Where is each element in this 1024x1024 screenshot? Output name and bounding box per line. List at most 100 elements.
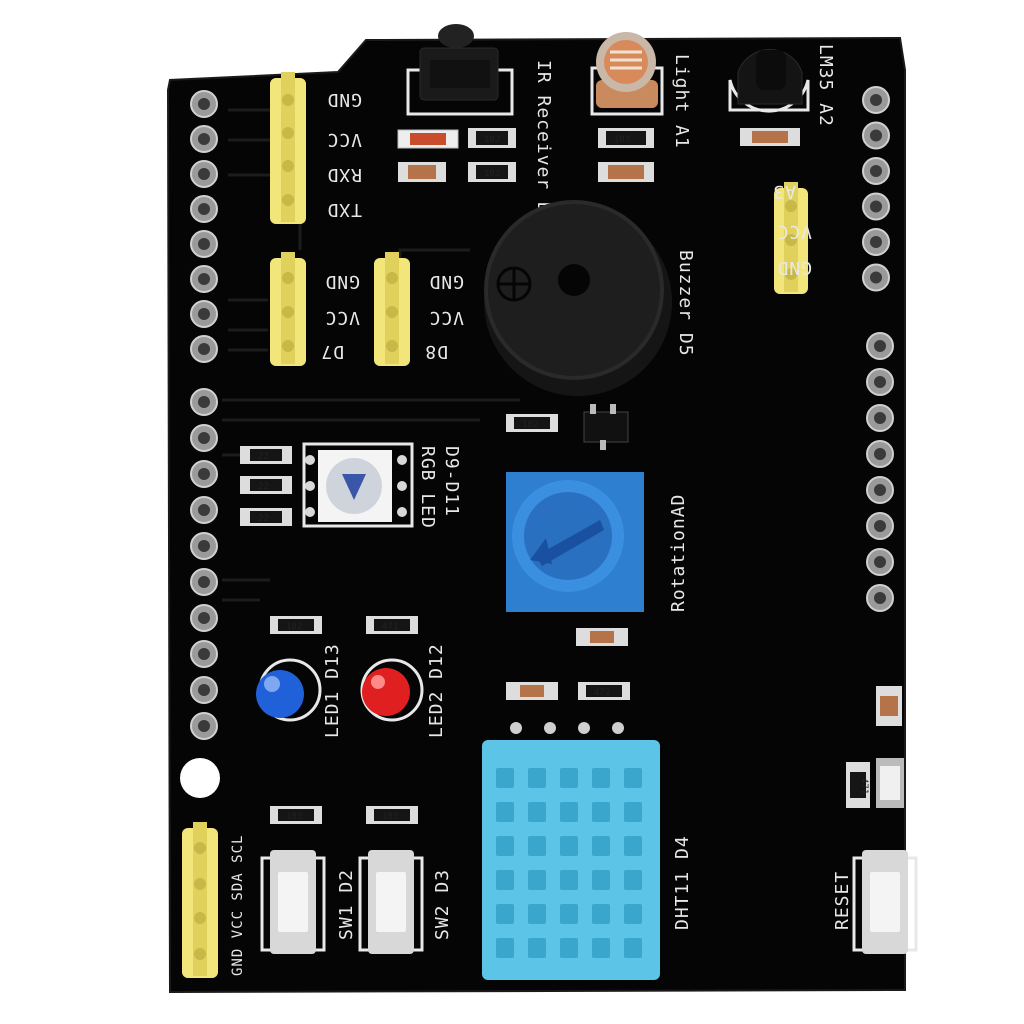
lm35-sensor [728,48,810,146]
dht11-vent [624,904,642,924]
rgb-led [302,442,414,528]
buzzer-smd-parts: 102 [506,404,629,450]
header-pin-hole [874,484,886,496]
dht11-label: DHT11 D4 [672,835,693,930]
uart-label-gnd: GND [326,89,362,110]
header-pin-hole [198,684,210,696]
ir-smd-cap-label: 103 [484,169,500,179]
d7-label-d7: D7 [320,341,344,362]
dht11-vent [528,802,546,822]
dht11-vent [496,802,514,822]
header-pin-hole [874,556,886,568]
dht-resistor-label: 472 [594,688,610,698]
header-pin-hole [198,720,210,732]
dht11-vent [560,904,578,924]
led2-red [360,658,424,722]
reset-button [852,850,918,954]
header-pin-hole [198,504,210,516]
uart-label-txd: TXD [326,199,362,220]
dht11-vent [592,768,610,788]
sw2-button [358,850,424,954]
header-pin-hole [198,98,210,110]
right-pin-row-bottom [866,332,894,612]
sw1-button [260,850,326,954]
d7-label-vcc: VCC [324,307,360,328]
rgb-led-label: RGB LED [417,446,438,529]
header-pin-hole [198,133,210,145]
header-pin-hole [870,236,882,248]
dht11-vent [496,768,514,788]
header-pin-hole [874,376,886,388]
dht11-vent [528,768,546,788]
dht11-vent [560,836,578,856]
reset-smd-parts: 471 [846,686,904,808]
reset-smd-label: 471 [859,778,869,794]
dht11-vent [496,938,514,958]
right-pin-row-top [862,86,890,292]
light-smd-label: 103 [614,135,630,145]
mounting-hole [180,758,220,798]
led1-resistor: 102 [270,616,322,634]
header-pin-hole [198,343,210,355]
dht11-vent [624,836,642,856]
rgb-resistor-2-label: 22 [258,482,269,492]
header-pin-hole [198,468,210,480]
sw2-resistor-label: 103 [382,812,398,822]
header-pin-hole [874,412,886,424]
header-pin-hole [198,203,210,215]
dht11-vent [560,768,578,788]
dht11-vent [560,802,578,822]
dht11-vent [560,870,578,890]
left-pin-row-bottom [190,388,218,740]
d7-header [270,252,306,366]
a3-label-vcc: VCC [776,221,812,242]
header-pin-hole [198,308,210,320]
d8-label-vcc: VCC [428,307,464,328]
ir-smd-resistor-label: 102 [484,135,500,145]
header-pin-hole [870,271,882,284]
dht11-vent [592,904,610,924]
pot-smd [576,628,628,646]
light-sensor [590,32,664,116]
header-pin-hole [198,648,210,660]
dht11-vent [528,870,546,890]
dht11-vent [496,870,514,890]
led1-label: LED1 D13 [322,643,343,738]
dht11-vent [496,836,514,856]
left-pin-row-top [190,90,218,363]
ir-smd-parts: 102 103 [397,128,516,182]
a3-header [774,182,808,294]
led2-label: LED2 D12 [426,643,447,738]
header-pin-hole [198,432,210,444]
dht11-vent [528,836,546,856]
dht11-vent [496,904,514,924]
header-pin-hole [874,520,886,532]
dht11-vent [560,938,578,958]
d8-header [374,252,410,366]
sw2-resistor: 103 [366,806,418,824]
light-sensor-label: Light A1 [671,54,692,149]
dht11-sensor [482,722,660,980]
ir-receiver [406,24,514,116]
header-pin-hole [870,94,882,106]
header-pin-hole [874,340,886,352]
reset-label: RESET [832,871,853,930]
lm35-label: LM35 A2 [815,44,836,127]
rgb-resistors: 22 22 22 [240,446,292,526]
uart-label-vcc: VCC [326,129,362,150]
buzzer [484,200,672,396]
header-pin-hole [198,576,210,588]
rgb-resistor-1-label: 22 [258,452,269,462]
header-pin-hole [198,273,210,285]
dht-smd: 472 [506,682,630,700]
buzzer-label: Buzzer D5 [675,250,696,357]
potentiometer-label: RotationAD [668,494,689,612]
header-pin-hole [198,540,210,552]
rgb-led-pins-label: D9-D11 [441,446,462,517]
dht11-vent [528,904,546,924]
d8-label-d8: D8 [424,341,448,362]
dht11-vent [592,836,610,856]
dht11-vent [624,802,642,822]
dht11-vent [624,768,642,788]
